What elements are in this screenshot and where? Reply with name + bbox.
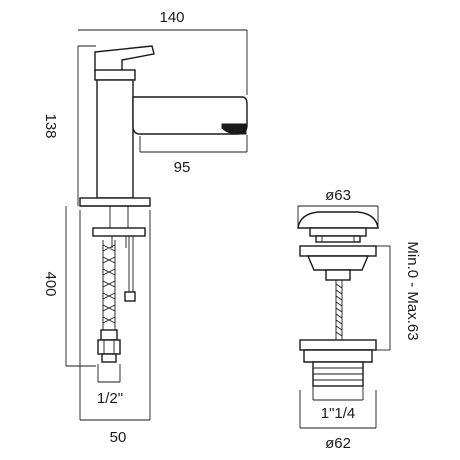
dim-connection: 1/2" <box>97 390 123 407</box>
waste-dimensions: ø63 Min.0 - Max.63 1"1/4 ø62 <box>297 187 421 452</box>
faucet-washer <box>92 227 146 237</box>
dim-height-138: 138 <box>42 113 59 138</box>
hose-nut <box>100 329 118 341</box>
faucet-drawing <box>79 45 248 363</box>
dim-reach-95: 95 <box>174 159 191 176</box>
dim-bottom-diameter: ø62 <box>325 435 351 452</box>
braided-hose <box>102 240 116 330</box>
waste-body <box>299 245 377 257</box>
dim-top-diameter: ø63 <box>325 187 351 204</box>
waste-lower-body <box>299 339 377 351</box>
dim-width-140: 140 <box>159 9 184 26</box>
faucet-dimensions: 140 138 95 400 1/2" 50 <box>42 9 248 446</box>
dim-hose-400: 400 <box>42 271 59 296</box>
dim-adjustment-range: Min.0 - Max.63 <box>404 241 421 340</box>
waste-flange <box>309 227 367 237</box>
faucet-cap <box>94 69 136 81</box>
dim-base-50: 50 <box>110 429 127 446</box>
faucet-body <box>96 79 134 199</box>
dim-thread-size: 1"1/4 <box>321 405 356 422</box>
faucet-aerator <box>221 123 247 135</box>
faucet-base <box>79 197 151 207</box>
waste-cap <box>297 211 379 229</box>
waste-drawing <box>297 211 379 387</box>
